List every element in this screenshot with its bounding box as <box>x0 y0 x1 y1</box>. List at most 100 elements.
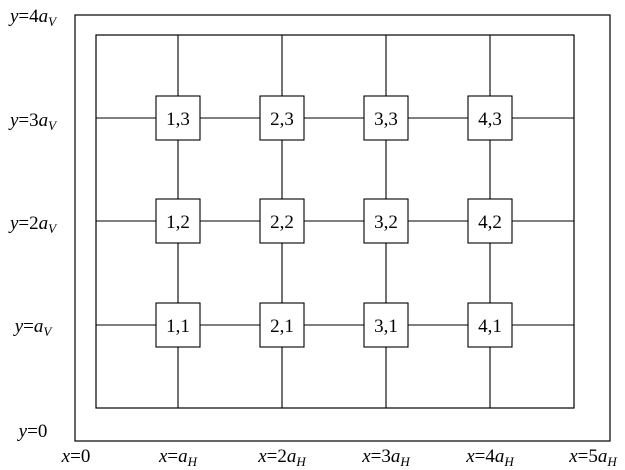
label-part-coef: 3 <box>381 446 391 467</box>
label-part-sub: V <box>48 14 58 29</box>
label-part-coef: 0 <box>81 446 91 467</box>
lattice-node: 3,3 <box>363 95 409 141</box>
label-part-sym: a <box>287 446 297 467</box>
x-axis-label: x=aH <box>158 446 198 469</box>
label-part-var: y <box>17 421 28 442</box>
node-label: 2,3 <box>270 109 294 130</box>
x-axis-label: x=4aH <box>465 446 514 469</box>
node-label: 4,3 <box>478 109 502 130</box>
lattice-node: 3,2 <box>363 198 409 244</box>
node-label: 3,3 <box>374 109 398 130</box>
lattice-node: 3,1 <box>363 302 409 348</box>
label-part-var: y <box>8 110 19 131</box>
node-label: 2,1 <box>270 316 294 337</box>
node-box <box>363 302 409 348</box>
label-part-eq: = <box>18 6 29 27</box>
y-axis-label: y=0 <box>17 421 48 442</box>
label-part-var: y <box>8 213 19 234</box>
label-part-var: x <box>361 446 371 467</box>
x-axis-label: x=3aH <box>361 446 410 469</box>
label-part-sym: a <box>39 6 49 27</box>
label-part-eq: = <box>70 446 81 467</box>
lattice-node: 4,1 <box>467 302 513 348</box>
label-part-sub: V <box>48 118 58 133</box>
outer-frame <box>74 14 611 442</box>
node-box <box>259 95 305 141</box>
node-label: 4,2 <box>478 212 502 233</box>
label-part-sub: H <box>295 454 306 469</box>
label-part-eq: = <box>267 446 278 467</box>
node-box <box>155 95 201 141</box>
label-part-var: y <box>13 316 24 337</box>
label-part-sym: a <box>39 110 49 131</box>
node-box <box>155 302 201 348</box>
x-axis-label: x=0 <box>61 446 91 467</box>
label-part-var: x <box>568 446 578 467</box>
label-part-sym: a <box>34 316 44 337</box>
label-part-coef: 2 <box>277 446 287 467</box>
label-part-eq: = <box>167 446 178 467</box>
node-box <box>259 302 305 348</box>
label-part-coef: 5 <box>588 446 598 467</box>
lattice-node: 2,2 <box>259 198 305 244</box>
label-part-var: y <box>8 6 19 27</box>
node-box <box>363 198 409 244</box>
lattice-node: 1,2 <box>155 198 201 244</box>
node-box <box>363 95 409 141</box>
label-part-coef: 4 <box>485 446 495 467</box>
label-part-eq: = <box>475 446 486 467</box>
label-part-coef: 4 <box>29 6 39 27</box>
label-part-coef: 3 <box>29 110 39 131</box>
label-part-eq: = <box>18 110 29 131</box>
label-part-sym: a <box>495 446 505 467</box>
label-part-var: x <box>257 446 267 467</box>
lattice-node: 1,3 <box>155 95 201 141</box>
x-axis-label: x=5aH <box>568 446 617 469</box>
lattice-node: 4,3 <box>467 95 513 141</box>
label-part-sym: a <box>598 446 608 467</box>
label-part-var: x <box>61 446 71 467</box>
node-label: 2,2 <box>270 212 294 233</box>
node-label: 4,1 <box>478 316 502 337</box>
node-label: 1,3 <box>166 109 190 130</box>
label-part-sub: H <box>606 454 617 469</box>
label-part-eq: = <box>27 421 38 442</box>
node-label: 3,2 <box>374 212 398 233</box>
lattice-node: 1,1 <box>155 302 201 348</box>
node-box <box>467 95 513 141</box>
node-label: 3,1 <box>374 316 398 337</box>
node-label: 1,1 <box>166 316 190 337</box>
label-part-var: x <box>158 446 168 467</box>
node-box <box>155 198 201 244</box>
label-part-sym: a <box>391 446 401 467</box>
x-axis-label: x=2aH <box>257 446 306 469</box>
label-part-var: x <box>465 446 475 467</box>
label-part-sub: H <box>503 454 514 469</box>
y-axis-label: y=3aV <box>8 110 58 133</box>
label-part-sym: a <box>178 446 188 467</box>
node-layer: 1,3 2,3 3,3 4,3 1,2 2,2 3,2 4,2 1,1 2,1 3,1 4,1 <box>155 95 513 348</box>
node-box <box>259 198 305 244</box>
label-part-eq: = <box>578 446 589 467</box>
label-part-sub: H <box>399 454 410 469</box>
y-axis-label: y=2aV <box>8 213 58 236</box>
label-part-coef: 0 <box>38 421 48 442</box>
label-part-eq: = <box>18 213 29 234</box>
node-box <box>467 198 513 244</box>
y-axis-label: y=aV <box>13 316 54 339</box>
lattice-node: 2,3 <box>259 95 305 141</box>
label-part-coef: 2 <box>29 213 39 234</box>
label-part-sub: V <box>48 221 58 236</box>
lattice-node: 2,1 <box>259 302 305 348</box>
y-axis-label: y=4aV <box>8 6 58 29</box>
label-part-eq: = <box>23 316 34 337</box>
node-box <box>467 302 513 348</box>
lattice-node: 4,2 <box>467 198 513 244</box>
label-part-eq: = <box>371 446 382 467</box>
label-part-sub: V <box>43 324 53 339</box>
label-part-sym: a <box>39 213 49 234</box>
